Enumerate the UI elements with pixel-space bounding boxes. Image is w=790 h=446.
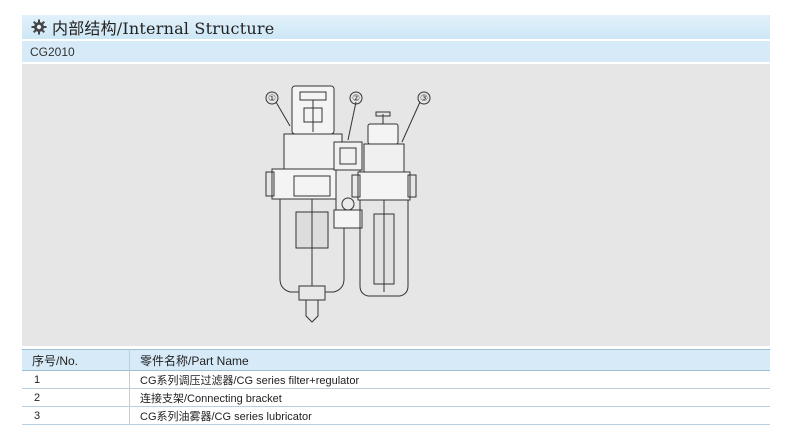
row-no: 3 (22, 406, 130, 425)
section-title: 内部结构/Internal Structure (52, 19, 275, 38)
column-header-part-name: 零件名称/Part Name (129, 349, 770, 371)
table-row: 3 CG系列油雾器/CG series lubricator (22, 406, 770, 425)
model-label: CG2010 (30, 44, 75, 59)
callout-1-marker (265, 91, 279, 105)
table-row: 1 CG系列调压过滤器/CG series filter+regulator (22, 370, 770, 389)
model-bar: CG2010 (22, 41, 770, 62)
cross-section-drawing: ① ② ③ (265, 85, 431, 323)
callout-3-marker (417, 91, 431, 105)
table-header-row: 序号/No. 零件名称/Part Name (22, 349, 770, 371)
callout-2: ② (352, 94, 360, 104)
row-no: 2 (22, 388, 130, 407)
row-part-name: CG系列油雾器/CG series lubricator (129, 406, 770, 425)
section-header: 内部结构/Internal Structure (22, 15, 770, 39)
row-part-name: CG系列调压过滤器/CG series filter+regulator (129, 370, 770, 389)
callout-3: ③ (420, 94, 428, 104)
callout-1: ① (268, 94, 276, 104)
row-no: 1 (22, 370, 130, 389)
column-header-no: 序号/No. (22, 349, 130, 371)
parts-table: 序号/No. 零件名称/Part Name 1 CG系列调压过滤器/CG ser… (22, 349, 770, 425)
table-row: 2 连接支架/Connecting bracket (22, 388, 770, 407)
internal-structure-diagram: ① ② ③ (22, 64, 770, 346)
callout-2-marker (349, 91, 363, 105)
row-part-name: 连接支架/Connecting bracket (129, 388, 770, 407)
gear-icon (30, 18, 48, 36)
